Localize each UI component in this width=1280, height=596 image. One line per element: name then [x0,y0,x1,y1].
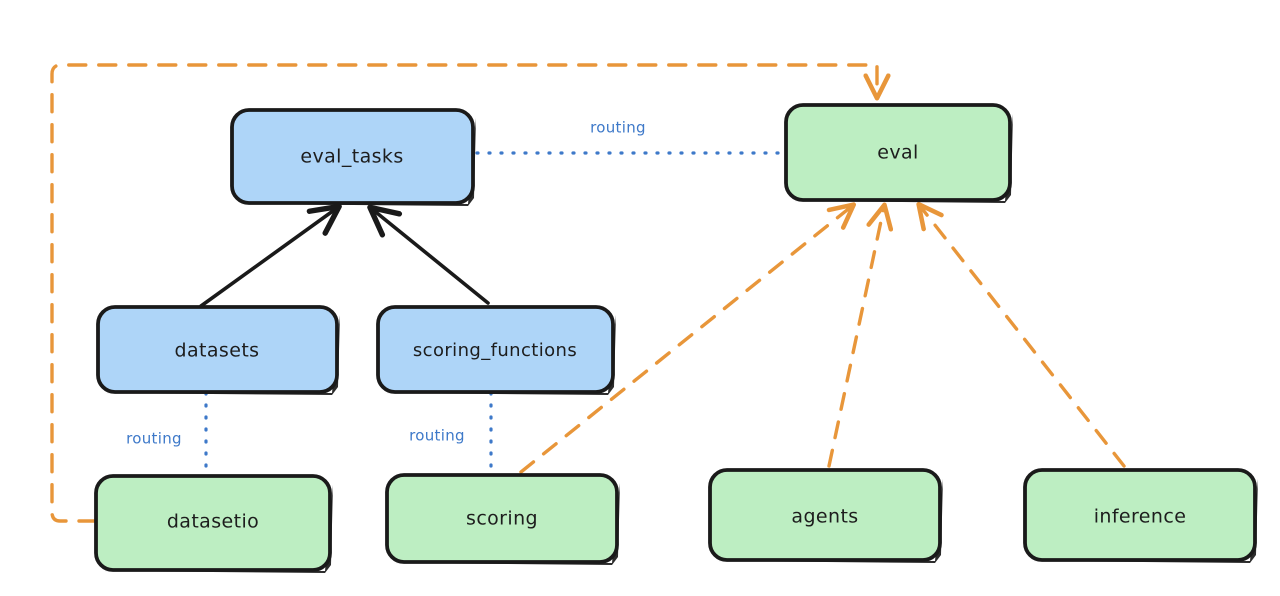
node-datasets-label: datasets [175,340,260,362]
edge-label-routing-eval-tasks-eval: routing [590,119,646,137]
edge-labels: routing routing routing [126,119,646,448]
edge-label-routing-datasets-datasetio: routing [126,430,182,448]
node-agents-box[interactable] [708,468,942,562]
node-agents[interactable]: agents [708,468,943,563]
node-scoring[interactable]: scoring [385,473,620,565]
edge-datasetio-to-eval [50,63,891,523]
edge-agents-to-eval [827,202,894,468]
api-composition-edges [199,203,490,308]
edge-inference-to-eval [916,201,1126,468]
node-inference[interactable]: inference [1023,468,1258,563]
node-eval-box[interactable] [784,103,1012,202]
node-datasetio[interactable]: datasetio [94,474,333,573]
node-scoring-box[interactable] [385,473,619,564]
node-scoring-functions[interactable]: scoring_functions [376,305,616,395]
node-datasets-box[interactable] [96,305,339,394]
node-eval-label: eval [877,142,918,164]
node-eval[interactable]: eval [784,103,1013,203]
node-inference-box[interactable] [1023,468,1257,562]
node-eval-tasks[interactable]: eval_tasks [230,108,476,206]
node-datasets[interactable]: datasets [96,305,340,395]
node-eval-tasks-label: eval_tasks [300,146,403,168]
node-datasetio-box[interactable] [94,474,332,572]
node-agents-label: agents [791,506,858,528]
node-scoring-functions-label: scoring_functions [413,340,577,361]
node-scoring-label: scoring [466,508,538,530]
node-eval-tasks-box[interactable] [230,108,475,205]
edge-scoring-functions-to-eval-tasks [367,204,490,305]
node-datasetio-label: datasetio [167,511,259,533]
node-inference-label: inference [1094,506,1187,528]
edge-label-routing-scoring-functions-scoring: routing [409,427,465,445]
routing-edges [204,151,785,476]
dependency-edges [50,63,1126,523]
edge-scoring-to-eval [519,202,857,474]
node-scoring-functions-box[interactable] [376,305,615,394]
edge-datasets-to-eval-tasks [199,203,342,308]
